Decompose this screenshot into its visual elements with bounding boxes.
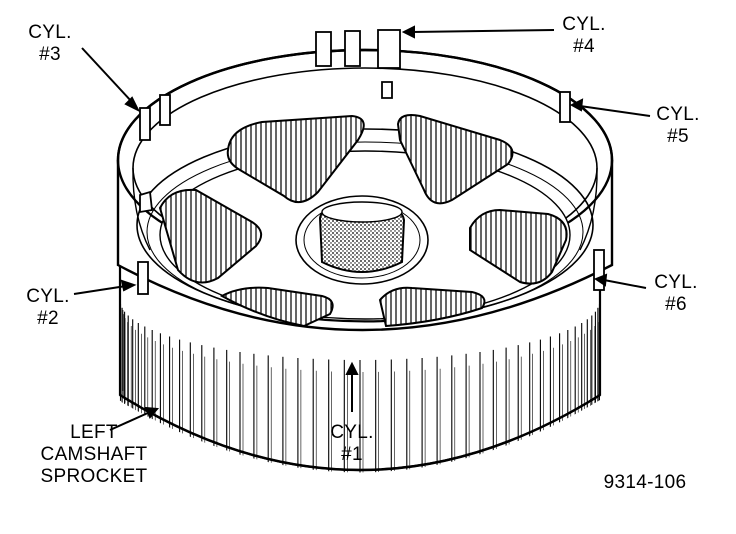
cyl1-line1: CYL. [330, 422, 374, 443]
cyl1-line2: #1 [341, 444, 363, 465]
cyl3-line1: CYL. [28, 22, 72, 43]
cyl5-label: CYL. #5 [642, 104, 714, 148]
sprocket-line2: CAMSHAFT [40, 444, 148, 465]
cyl4-label: CYL. #4 [548, 14, 620, 58]
cyl5-line2: #5 [667, 126, 689, 147]
cyl6-label: CYL. #6 [640, 272, 712, 316]
cyl4-line1: CYL. [562, 14, 606, 35]
cyl5-line1: CYL. [656, 104, 700, 125]
cyl2-line2: #2 [37, 308, 59, 329]
sprocket-line1: LEFT [70, 422, 118, 443]
figure-id: 9314-106 [603, 472, 687, 493]
cyl1-label: CYL. #1 [316, 422, 388, 466]
timing-slots [137, 29, 605, 295]
sprocket-label: LEFT CAMSHAFT SPROCKET [24, 422, 164, 488]
leader-lines [73, 25, 651, 431]
cyl4-line2: #4 [573, 36, 595, 57]
cyl6-line1: CYL. [654, 272, 698, 293]
cyl6-line2: #6 [665, 294, 687, 315]
sprocket-line3: SPROCKET [40, 466, 148, 487]
sprocket-hub [158, 114, 571, 328]
cyl3-line2: #3 [39, 44, 61, 65]
cyl3-label: CYL. #3 [14, 22, 86, 66]
cyl2-label: CYL. #2 [12, 286, 84, 330]
cyl2-line1: CYL. [26, 286, 70, 307]
